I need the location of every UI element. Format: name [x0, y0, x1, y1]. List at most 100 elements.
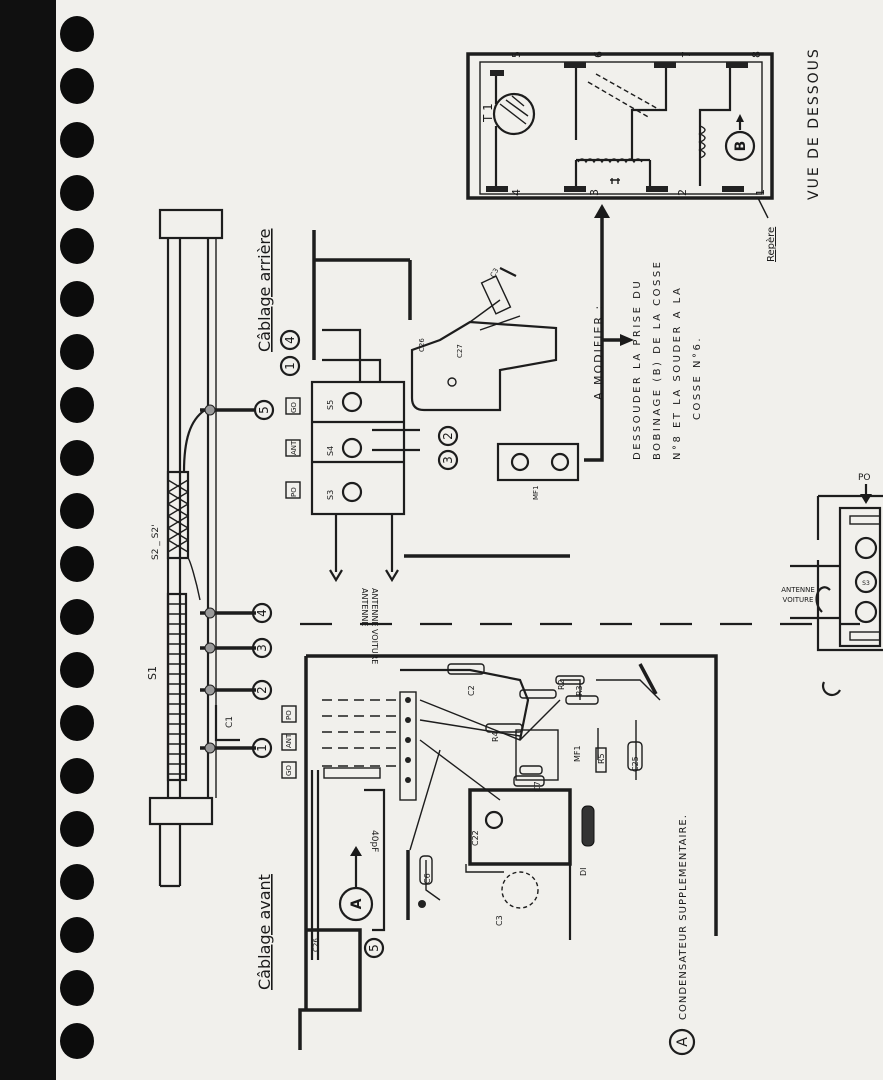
label-mf1-front: MF1 [573, 745, 582, 762]
pin-3-label: 3 [588, 189, 601, 196]
label-r3: R3 [575, 685, 584, 696]
punch-hole [60, 493, 94, 529]
label-s3: S3 [326, 490, 335, 500]
punch-hole [60, 811, 94, 847]
bottom-view-title: VUE DE DESSOUS [806, 47, 822, 200]
label-s4: S4 [326, 446, 335, 456]
label-c26-top: C26 [418, 338, 426, 352]
pin-7-label: 7 [680, 51, 693, 58]
label-ant-front: ANT [285, 733, 293, 748]
rod-terminal-markers [251, 399, 275, 759]
pin-4-label: 4 [510, 189, 523, 196]
modify-arrow-up [584, 210, 604, 462]
punch-hole [60, 652, 94, 688]
title-rear-wiring: Câblage arrière [255, 228, 274, 352]
label-c27: C27 [456, 344, 464, 358]
punch-hole [60, 387, 94, 423]
ferrite-antenna [148, 208, 256, 888]
label-ant-rear: ANT [290, 440, 298, 455]
marker-1-rear: 1 [283, 362, 297, 370]
pin-6-label: 6 [592, 51, 605, 58]
modify-line-1: DESSOUDER LA PRISE DU [632, 279, 643, 460]
note-a-marker: A [675, 1037, 691, 1047]
note-a-text: CONDENSATEUR SUPPLEMENTAIRE. [678, 814, 689, 1020]
label-cap-value: 40pF [369, 830, 379, 852]
marker-4-front: 4 [255, 609, 269, 617]
pin-1-label: 1 [754, 189, 767, 196]
marker-2-rear: 2 [441, 432, 455, 440]
antenne-right-line-1: ANTENNE [781, 586, 815, 594]
bottom-view-socket [466, 52, 774, 200]
front-chassis [281, 654, 718, 1050]
punch-hole [60, 281, 94, 317]
rear-terminal-markers [279, 329, 459, 471]
punch-hole [60, 864, 94, 900]
label-go-front: GO [285, 765, 293, 776]
modify-line-4: COSSE N°6. [692, 336, 703, 420]
label-c2: C2 [467, 685, 476, 696]
label-c6: C6 [423, 873, 432, 884]
punch-hole [60, 68, 94, 104]
label-c7: C7 [533, 781, 542, 792]
label-c3-top: C3 [489, 267, 501, 279]
punch-hole [60, 705, 94, 741]
marker-1-front: 1 [255, 744, 269, 752]
title-front-wiring: Câblage avant [255, 874, 274, 990]
modify-line-2: BOBINAGE (B) DE LA COSSE [652, 260, 663, 460]
label-c3-bottom: C3 [495, 915, 504, 926]
pin-2-label: 2 [676, 189, 689, 196]
po-arrow-label: PO [858, 473, 871, 483]
modify-heading: A MODIFIER : [592, 304, 605, 400]
punch-hole [60, 334, 94, 370]
marker-3-front: 3 [255, 644, 269, 652]
modify-line-3: N°8 ET LA SOUDER A LA [672, 286, 683, 460]
cap-label-c1: C1 [225, 716, 235, 728]
label-c26-bottom: C26 [312, 938, 320, 952]
label-r2: R2 [557, 679, 566, 690]
label-go-rear: GO [290, 402, 298, 413]
label-di: DI [579, 867, 588, 876]
mf1-transformer [496, 442, 580, 482]
punch-hole [60, 175, 94, 211]
pin-8-label: 8 [750, 51, 763, 58]
marker-5-front: 5 [367, 944, 381, 952]
label-c25: C25 [631, 756, 640, 772]
label-po-front: PO [285, 710, 293, 720]
antenne-voiture-rear-1: ANTENNE [360, 588, 369, 626]
marker-4-rear: 4 [283, 336, 297, 344]
marker-a-front: A [349, 898, 365, 909]
coil-b-label: B [733, 141, 749, 152]
punch-hole [60, 16, 94, 52]
s3-detail [790, 484, 883, 697]
marker-3-rear: 3 [441, 456, 455, 464]
punch-hole [60, 758, 94, 794]
rear-switch-block [285, 230, 570, 583]
label-r4: R4 [491, 731, 500, 742]
repere-label: Repère [765, 227, 777, 262]
coil-label-s1: S1 [146, 666, 159, 680]
binder-edge [0, 0, 56, 1080]
t1-label: T 1 [481, 103, 495, 123]
marker-2-front: 2 [255, 686, 269, 694]
punch-hole [60, 917, 94, 953]
coil-label-s2: S2 _ S2' [151, 524, 161, 560]
punch-hole [60, 1023, 94, 1059]
antenne-right-line-2: VOITURE [783, 596, 814, 604]
label-r5: R5 [597, 753, 606, 764]
punch-hole [60, 970, 94, 1006]
label-c22: C22 [471, 830, 480, 846]
punch-hole [60, 440, 94, 476]
marker-5-rear: 5 [257, 406, 271, 414]
antenne-voiture-rear: ANTENNE VOITURE [370, 588, 379, 664]
label-mf1-top: MF1 [532, 485, 540, 500]
pin-5-label: 5 [510, 51, 523, 58]
punch-hole [60, 599, 94, 635]
punch-hole [60, 228, 94, 264]
variable-capacitor [410, 267, 558, 412]
label-s5: S5 [326, 400, 335, 410]
label-s3-right: S3 [862, 580, 870, 587]
label-po-rear: PO [290, 487, 298, 497]
punch-hole [60, 546, 94, 582]
